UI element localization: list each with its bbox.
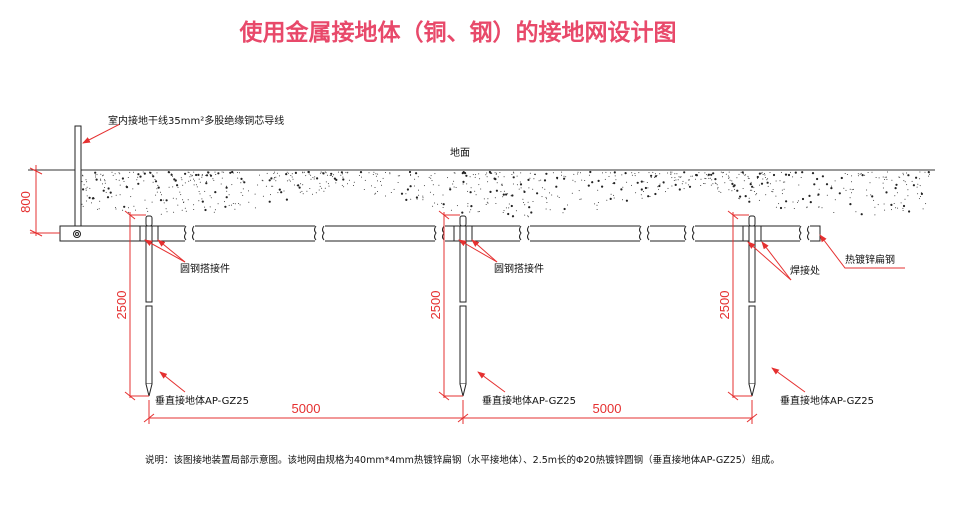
drawing-title: 使用金属接地体（铜、钢）的接地网设计图	[239, 19, 677, 46]
flat-steel-bar	[59, 225, 821, 242]
description-note: 说明：该图接地装置局部示意图。该地网由规格为40mm*4mm热镀锌扁钢（水平接地…	[145, 454, 780, 466]
ground-label: 地面	[450, 146, 470, 159]
flat-steel-label: 热镀锌扁钢	[845, 253, 895, 266]
rod-length-dimension: 2500	[717, 210, 752, 401]
vertical-electrode-rod	[139, 215, 159, 397]
spacing-dimension: 5000 5000	[143, 400, 758, 424]
connector-label-2: 圆钢搭接件	[494, 262, 544, 275]
electrode-label-3: 垂直接地体AP-GZ25	[780, 394, 874, 407]
rod-length-value: 2500	[428, 291, 443, 320]
depth-dimension: 800	[18, 165, 60, 237]
soil-texture	[79, 170, 930, 218]
vertical-electrode-rod	[742, 215, 762, 397]
spacing-value-2: 5000	[593, 401, 622, 416]
vertical-electrode-rod	[453, 215, 473, 397]
connector-label-1: 圆钢搭接件	[180, 262, 230, 275]
depth-value: 800	[18, 191, 33, 213]
rod-length-value: 2500	[114, 291, 129, 320]
electrode-label-1: 垂直接地体AP-GZ25	[155, 394, 249, 407]
indoor-conductor-post	[74, 125, 82, 227]
spacing-value-1: 5000	[292, 401, 321, 416]
weld-label: 焊接处	[790, 264, 820, 277]
rod-length-dimension: 2500	[114, 210, 149, 401]
leader-arrow	[82, 123, 121, 144]
rod-length-value: 2500	[717, 291, 732, 320]
rod-length-dimension: 2500	[428, 210, 463, 401]
electrode-label-2: 垂直接地体AP-GZ25	[482, 394, 576, 407]
indoor-conductor-label: 室内接地干线35mm²多股绝缘铜芯导线	[108, 114, 284, 127]
